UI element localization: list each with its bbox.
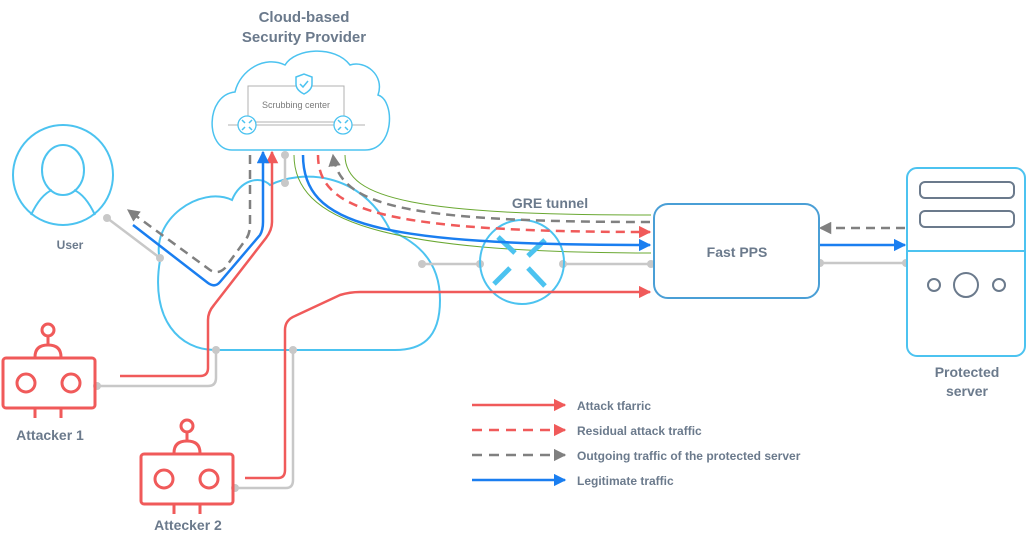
attacker2-robot-icon[interactable] (139, 418, 235, 514)
protected-server-label-2: server (946, 383, 989, 399)
attacker1-robot-icon[interactable] (1, 322, 97, 418)
legend-label-outgoing: Outgoing traffic of the protected server (577, 449, 801, 463)
fast-pps-box[interactable] (653, 203, 820, 299)
legend-item-residual: Residual attack traffic (472, 423, 702, 438)
attacker1-label: Attacker 1 (16, 427, 84, 443)
legitimate-traffic-tunnel (301, 154, 652, 252)
legend-label-legit: Legitimate traffic (577, 474, 674, 488)
router-icon-right (333, 115, 353, 135)
legend: Attack tfarric Residual attack traffic O… (472, 398, 801, 488)
attack-traffic-2 (245, 285, 652, 480)
user-label: User (57, 238, 84, 252)
attacker2-label: Attecker 2 (154, 517, 222, 533)
residual-attack-traffic (316, 154, 652, 239)
legend-label-residual: Residual attack traffic (577, 424, 702, 438)
gre-tunnel-label: GRE tunnel (512, 195, 588, 211)
shield-icon (295, 73, 313, 95)
server-icon[interactable] (906, 167, 1026, 357)
scrubbing-center-label: Scrubbing center (262, 100, 330, 110)
cloud-provider[interactable]: Scrubbing center (211, 50, 391, 151)
outgoing-traffic-user (126, 155, 252, 274)
attack-traffic-1 (120, 150, 279, 378)
fast-pps-label: Fast PPS (707, 244, 768, 260)
internet-cloud (157, 175, 442, 351)
legend-item-legit: Legitimate traffic (472, 473, 674, 488)
router-icon-left (237, 115, 257, 135)
links (97, 155, 906, 490)
gre-tunnel (293, 154, 652, 254)
legend-item-outgoing: Outgoing traffic of the protected server (472, 448, 801, 463)
legend-label-attack: Attack tfarric (577, 399, 651, 413)
traffic-lines (120, 150, 907, 480)
protected-server-label-1: Protected (935, 364, 1000, 380)
title-line2: Security Provider (242, 29, 366, 46)
legitimate-traffic-user (132, 150, 270, 287)
user-icon[interactable] (12, 124, 114, 226)
outgoing-traffic-tunnel (328, 153, 651, 224)
title-line1: Cloud-based (259, 9, 350, 26)
link-dots (93, 151, 910, 492)
legend-item-attack: Attack tfarric (472, 398, 651, 413)
